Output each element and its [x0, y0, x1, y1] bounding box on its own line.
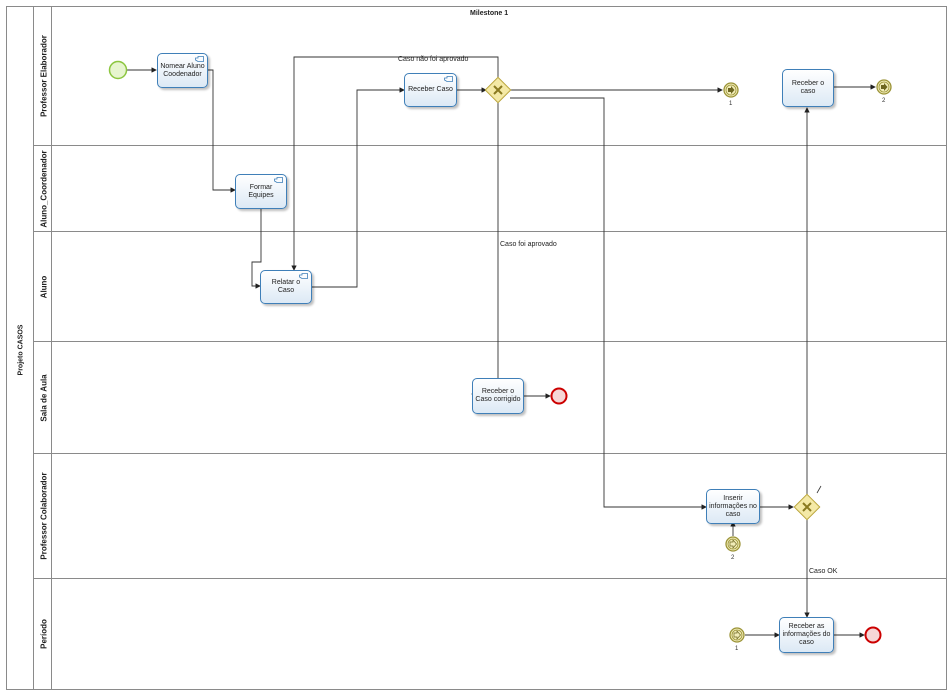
flow-nao-aprovado	[291, 56, 499, 271]
lane-professor-elaborador	[34, 6, 947, 146]
task-formar-equipes[interactable]: Formar Equipes	[235, 174, 287, 209]
task-receber-informacoes[interactable]: Receber as informações do caso	[779, 617, 834, 653]
task-label: Nomear Aluno Coodenador	[160, 62, 205, 78]
flow-nomear-to-formar	[208, 69, 236, 193]
task-label: Receber o caso	[791, 80, 825, 95]
task-receber-o-caso-corrigido[interactable]: Receber o Caso corrigido	[472, 378, 524, 414]
lane-sala-de-aula	[34, 342, 947, 454]
gateway-exclusive-colaborador	[793, 485, 822, 521]
flow-formar-to-relatar	[251, 208, 262, 289]
lane-label-column	[34, 6, 52, 690]
flow-label-nao-aprovado: Caso não foi aprovado	[398, 56, 469, 63]
lane-aluno-coordenador	[34, 146, 947, 232]
task-inserir-informacoes[interactable]: Inserir informações no caso	[706, 489, 760, 524]
end-event-sala	[550, 387, 568, 405]
task-label: Formar Equipes	[248, 183, 274, 199]
task-label: Relatar o Caso	[271, 279, 301, 294]
task-relatar-o-caso[interactable]: Relatar o Caso	[260, 270, 312, 304]
task-nomear-aluno-coordenador[interactable]: Nomear Aluno Coodenador	[157, 53, 208, 88]
start-event	[108, 60, 128, 80]
task-receber-caso[interactable]: Receber Caso	[404, 73, 457, 107]
link-catch-label-1: 1	[735, 646, 739, 652]
user-task-icon	[274, 177, 283, 183]
end-event-periodo	[864, 626, 882, 644]
link-throw-event-2	[876, 79, 892, 95]
flow-aprovado	[471, 102, 499, 397]
lane-aluno	[34, 232, 947, 342]
task-label: Receber o Caso corrigido	[475, 388, 521, 403]
milestone-label: Milestone 1	[470, 10, 509, 17]
user-task-icon	[299, 273, 308, 279]
user-task-icon	[444, 76, 453, 82]
flow-label-aprovado: Caso foi aprovado	[500, 241, 557, 248]
task-receber-o-caso[interactable]: Receber o caso	[782, 69, 834, 107]
link-catch-event-1	[729, 627, 745, 643]
link-catch-event-2	[725, 536, 741, 552]
task-label: Receber as informações do caso	[782, 623, 831, 646]
flow-label-caso-ok: Caso OK	[809, 568, 838, 575]
link-throw-label-1: 1	[729, 101, 733, 107]
flow-relatar-to-receber-caso	[312, 87, 405, 288]
flow-gateway-to-inserir	[510, 97, 707, 510]
user-task-icon	[195, 56, 204, 62]
link-catch-label-2: 2	[731, 555, 735, 561]
task-label: Inserir informações no caso	[709, 494, 757, 518]
pool-label-column	[6, 6, 34, 690]
link-throw-event-1	[723, 82, 739, 98]
gateway-exclusive-elaborador	[484, 76, 512, 104]
link-throw-label-2: 2	[882, 98, 886, 104]
task-label: Receber Caso	[408, 86, 453, 93]
lane-professor-colaborador	[34, 454, 947, 579]
